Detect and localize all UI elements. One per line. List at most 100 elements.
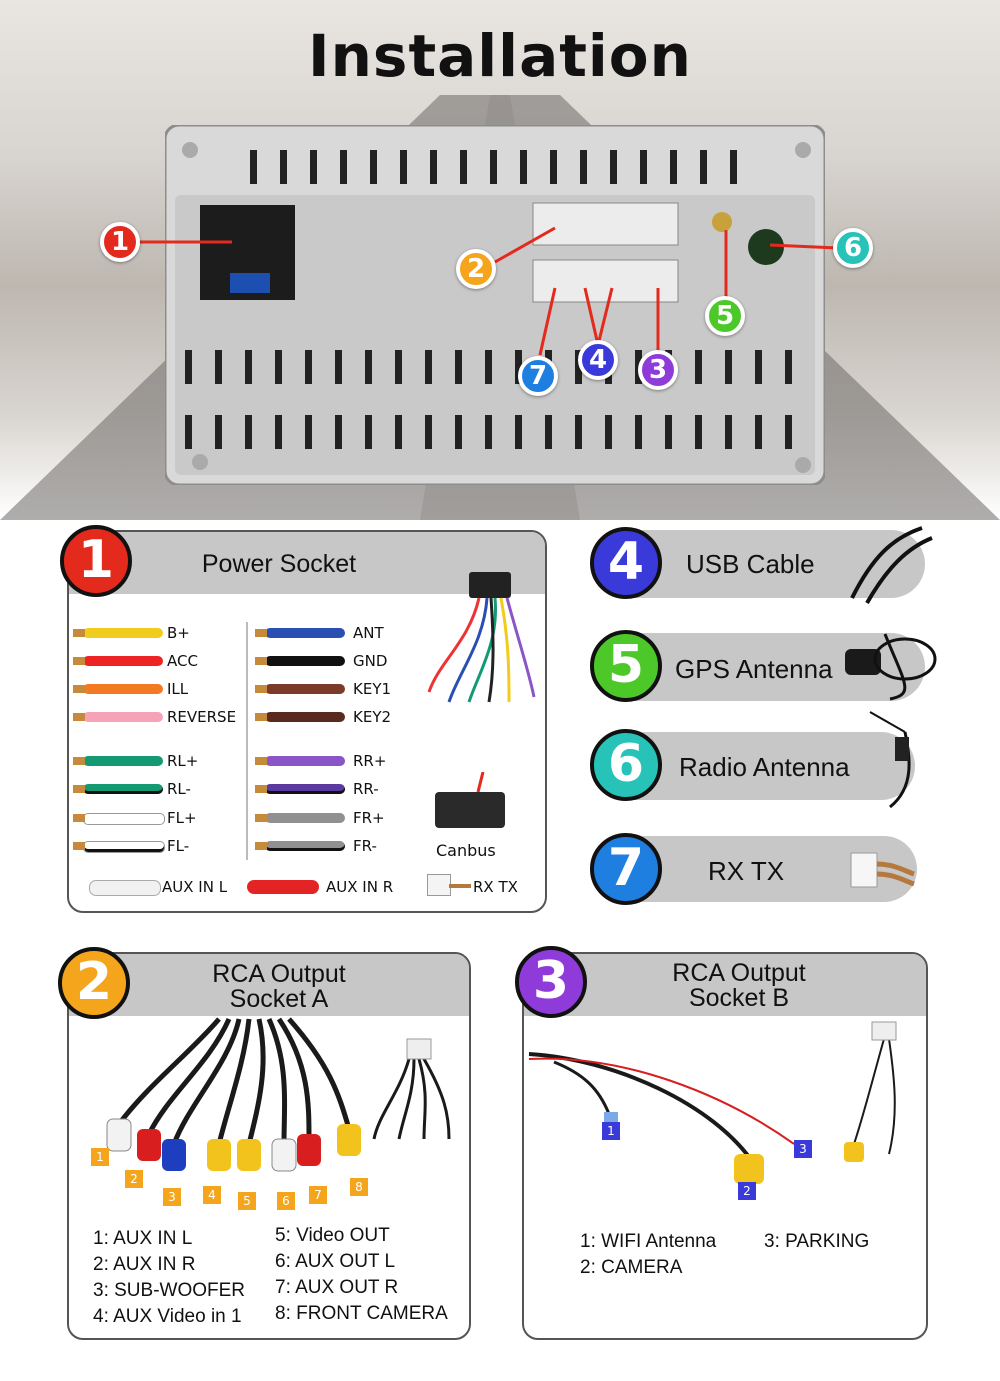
left-wire-tip-5	[73, 785, 85, 793]
callout-6: 6	[833, 228, 873, 268]
rca-a-list-right-item-3: 8: FRONT CAMERA	[275, 1303, 448, 1324]
rca-socket-b-header	[524, 954, 926, 1016]
right-wire-6	[265, 813, 345, 823]
rca-b-list-right-item-0: 3: PARKING	[764, 1231, 870, 1252]
left-wire-label-1: ACC	[167, 652, 198, 670]
rca-socket-b-harness-image	[528, 1021, 897, 1184]
left-wire-0	[83, 628, 163, 638]
gps-antenna-image	[845, 633, 937, 701]
rca-a-list-left-item-0: 1: AUX IN L	[93, 1228, 193, 1249]
rca-a-tag-1: 1	[91, 1148, 109, 1166]
head-unit-back-image	[165, 125, 825, 485]
left-wire-tip-6	[73, 814, 85, 822]
right-wire-label-7: FR-	[353, 837, 377, 855]
left-wire-6	[83, 813, 165, 825]
rca-socket-a-title-line1: RCA Output	[212, 960, 346, 988]
rca-b-tag-1: 1	[602, 1122, 620, 1140]
rca-a-tag-3: 3	[163, 1188, 181, 1206]
rca-a-list-right-item-1: 6: AUX OUT L	[275, 1251, 396, 1272]
left-wire-label-3: REVERSE	[167, 708, 237, 726]
power-harness-image	[427, 572, 536, 703]
left-wire-label-6: FL+	[167, 809, 197, 827]
right-wire-tip-5	[255, 785, 267, 793]
rca-a-tag-6: 6	[277, 1192, 295, 1210]
radio-antenna-label: Radio Antenna	[679, 752, 850, 782]
right-wire-0	[265, 628, 345, 638]
right-wire-7	[265, 841, 345, 851]
right-wire-4	[265, 756, 345, 766]
left-wire-7	[83, 841, 165, 853]
callout-2: 2	[456, 249, 496, 289]
canbus-box-image	[435, 772, 505, 828]
right-wire-5	[265, 784, 345, 794]
rca-a-tag-2: 2	[125, 1170, 143, 1188]
left-wire-tip-7	[73, 842, 85, 850]
power-socket-title: Power Socket	[201, 550, 357, 578]
right-wire-label-1: GND	[353, 652, 388, 670]
right-wire-label-6: FR+	[353, 809, 385, 827]
rxtx-plug-icon	[427, 874, 451, 896]
rca-a-list-right-item-0: 5: Video OUT	[275, 1225, 390, 1246]
hero-banner: Installation 1 2 3 4 5	[0, 0, 1000, 520]
right-wire-1	[265, 656, 345, 666]
callout-3: 3	[638, 350, 678, 390]
right-wire-tip-7	[255, 842, 267, 850]
page-title: Installation	[308, 22, 692, 90]
right-wire-tip-1	[255, 657, 267, 665]
usb-cable-number: 4	[590, 527, 662, 599]
usb-cable-image	[850, 526, 933, 604]
rca-socket-a-title-line2: Socket A	[229, 985, 329, 1013]
right-wire-3	[265, 712, 345, 722]
callout-7: 7	[518, 356, 558, 396]
left-wire-label-2: ILL	[167, 680, 189, 698]
aux-in-r-plug-icon	[247, 880, 319, 894]
right-wire-label-0: ANT	[353, 624, 384, 642]
left-wire-2	[83, 684, 163, 694]
canbus-label: Canbus	[436, 841, 496, 860]
rxtx-wire-icon	[449, 884, 471, 888]
radio-antenna-image	[869, 711, 911, 809]
divider	[246, 622, 248, 860]
rxtx-connector-image	[850, 852, 915, 888]
rca-a-list-left-item-1: 2: AUX IN R	[93, 1254, 196, 1275]
left-wire-label-0: B+	[167, 624, 190, 642]
rca-a-tag-5: 5	[238, 1192, 256, 1210]
right-wire-label-2: KEY1	[353, 680, 392, 698]
rca-b-list-left-item-0: 1: WIFI Antenna	[580, 1231, 717, 1252]
rca-socket-a-number: 2	[58, 947, 130, 1019]
right-wire-tip-6	[255, 814, 267, 822]
aux-in-l-plug-icon	[89, 880, 161, 896]
rca-a-tag-7: 7	[309, 1186, 327, 1204]
gps-antenna-label: GPS Antenna	[675, 654, 833, 684]
left-wire-tip-2	[73, 685, 85, 693]
usb-cable-label: USB Cable	[686, 549, 815, 579]
callout-4: 4	[578, 340, 618, 380]
power-socket-number: 1	[60, 525, 132, 597]
right-wire-tip-4	[255, 757, 267, 765]
rca-socket-a-harness-image	[106, 1017, 451, 1172]
left-wire-label-4: RL+	[167, 752, 199, 770]
rca-a-list-right-item-2: 7: AUX OUT R	[275, 1277, 399, 1298]
left-wire-4	[83, 756, 163, 766]
callout-5: 5	[705, 296, 745, 336]
rxtx-label: RX TX	[473, 878, 518, 896]
rca-a-list-left-item-3: 4: AUX Video in 1	[93, 1306, 242, 1327]
left-wire-tip-4	[73, 757, 85, 765]
left-wire-label-7: FL-	[167, 837, 190, 855]
radio-antenna-pill	[625, 732, 915, 800]
right-wire-2	[265, 684, 345, 694]
right-wire-label-4: RR+	[353, 752, 387, 770]
rxtx-number: 7	[590, 833, 662, 905]
left-wire-label-5: RL-	[167, 780, 191, 798]
left-wire-5	[83, 784, 163, 794]
right-wire-tip-2	[255, 685, 267, 693]
left-wire-1	[83, 656, 163, 666]
left-wire-3	[83, 712, 163, 722]
aux-in-l-label: AUX IN L	[162, 878, 228, 896]
rca-a-list-left-item-2: 3: SUB-WOOFER	[93, 1280, 246, 1301]
rca-socket-a-header	[69, 954, 469, 1016]
left-wire-tip-3	[73, 713, 85, 721]
rca-socket-b-title-line2: Socket B	[688, 984, 790, 1012]
